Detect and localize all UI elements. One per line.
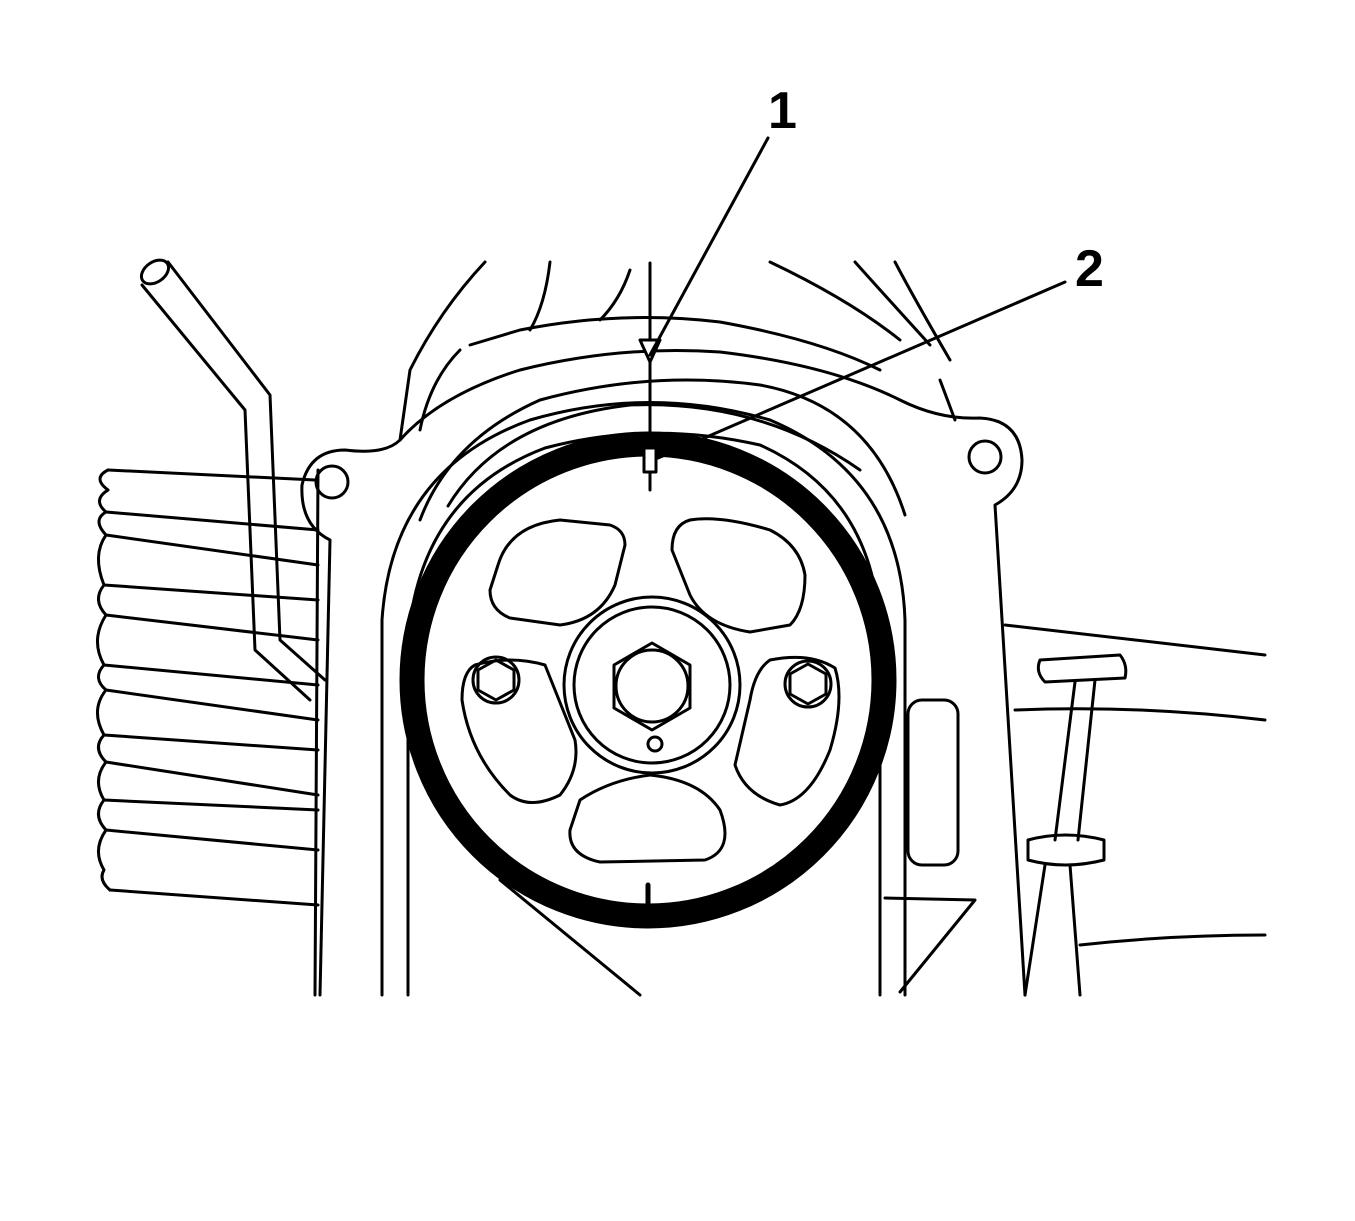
camshaft-sprocket bbox=[399, 431, 897, 929]
dipstick bbox=[1003, 623, 1267, 997]
callout-leaders bbox=[648, 136, 1067, 460]
timing-cover bbox=[300, 348, 1027, 997]
vacuum-tube bbox=[139, 258, 327, 702]
corrugated-hose bbox=[96, 468, 320, 997]
timing-mark bbox=[638, 261, 662, 492]
callout-label-2: 2 bbox=[1075, 240, 1104, 298]
callout-label-1: 1 bbox=[768, 82, 797, 140]
lower-housing bbox=[498, 698, 977, 997]
engine-block-outline bbox=[398, 260, 957, 442]
